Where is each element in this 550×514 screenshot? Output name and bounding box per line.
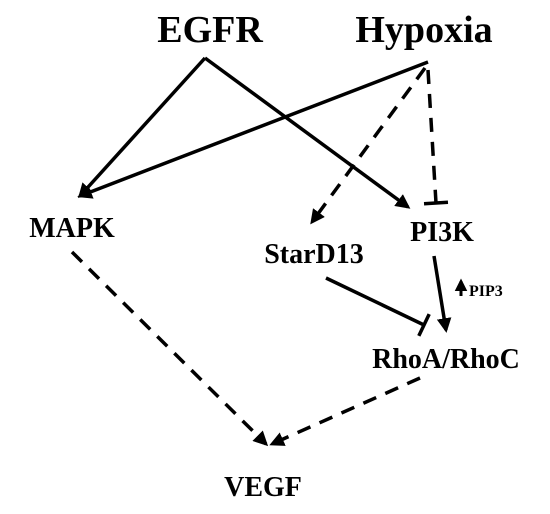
node-pip3-label: PIP3 <box>469 283 503 300</box>
edge-hypoxia-to-mapk <box>77 60 429 199</box>
edge-pi3k-to-rho <box>432 255 452 333</box>
node-rho: RhoA/RhoC <box>372 344 520 375</box>
node-pi3k: PI3K <box>410 217 474 248</box>
node-hypoxia: Hypoxia <box>355 9 492 51</box>
node-egfr: EGFR <box>157 9 263 51</box>
node-stard13: StarD13 <box>264 239 364 270</box>
edge-hypoxia-to-stard13 <box>310 66 427 225</box>
edge-egfr-to-mapk <box>78 56 207 199</box>
edge-rho-to-vegf <box>269 376 421 446</box>
inhibit-bar-stard13-to-rho <box>417 313 431 337</box>
inhibit-bar-hypoxia-to-pi3k <box>423 200 449 206</box>
node-mapk: MAPK <box>29 213 115 244</box>
edge-hypoxia-to-pi3k <box>426 69 438 204</box>
node-vegf: VEGF <box>224 472 302 503</box>
edge-mapk-to-vegf <box>70 250 269 447</box>
edge-stard13-to-rho <box>325 276 425 327</box>
edges-layer <box>70 56 452 447</box>
edge-egfr-to-pi3k <box>203 56 411 209</box>
